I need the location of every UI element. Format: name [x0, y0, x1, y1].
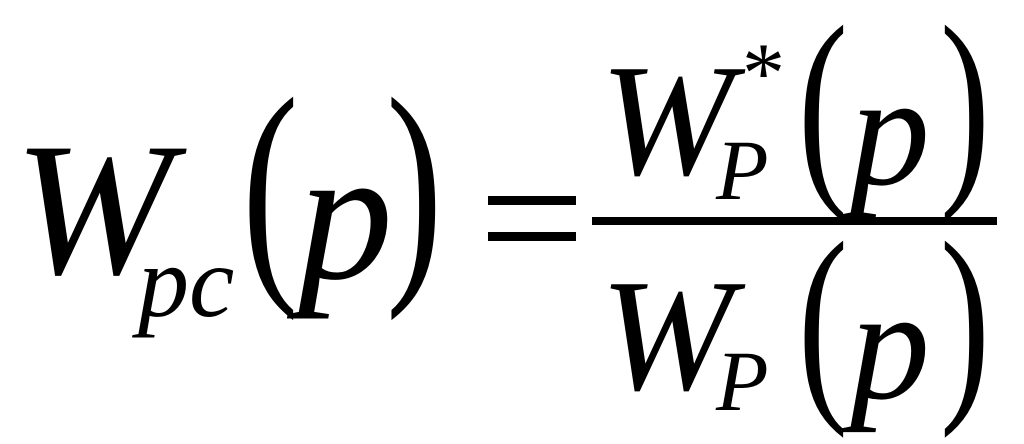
numerator-close-paren: )	[940, 0, 990, 224]
denominator-argument-p: p	[850, 255, 930, 433]
numerator-open-paren: (	[798, 0, 848, 224]
lhs-argument-p: p	[298, 110, 393, 320]
numerator-symbol-w: W	[600, 31, 734, 209]
equals-sign-bottom-bar	[488, 232, 576, 241]
numerator-superscript: *	[742, 25, 785, 121]
numerator-subscript-p: P	[716, 122, 769, 218]
denominator-close-paren: )	[940, 198, 990, 440]
lhs-symbol-w: W	[14, 105, 173, 315]
lhs-open-paren: (	[242, 48, 299, 322]
denominator-symbol-w: W	[600, 246, 734, 424]
numerator-argument-p: p	[850, 41, 930, 219]
denominator-open-paren: (	[798, 198, 848, 440]
lhs-subscript-pc: pc	[138, 226, 235, 339]
lhs-close-paren: )	[386, 48, 443, 322]
equals-sign-top-bar	[488, 196, 576, 205]
denominator-subscript-p: P	[716, 333, 769, 429]
fraction-bar	[592, 217, 997, 225]
